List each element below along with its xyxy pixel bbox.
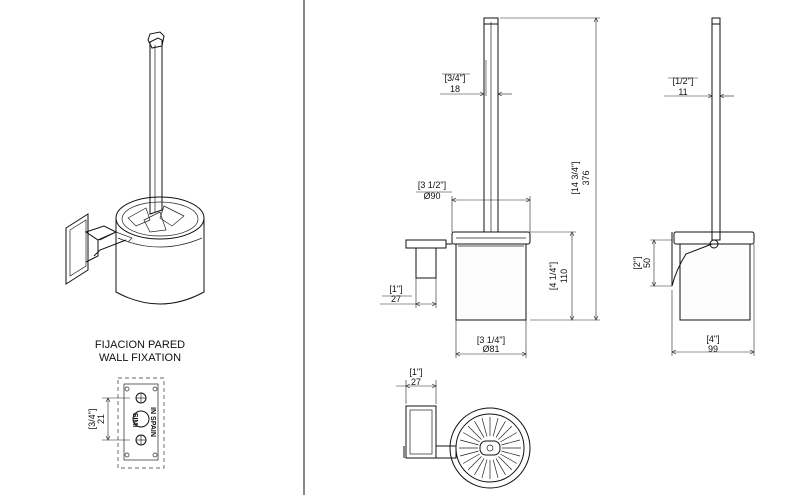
plate-inner	[123, 383, 159, 461]
brush-spoke	[495, 458, 506, 476]
top-view: [1"] 27	[396, 367, 531, 489]
brush-spoke	[462, 453, 480, 464]
brush-spoke	[500, 432, 518, 443]
top-bracket-dim-inch: [1"]	[409, 367, 422, 377]
top-rod-socket	[479, 440, 501, 456]
brush-spoke	[498, 456, 513, 471]
side-glass-cup	[679, 243, 751, 321]
brush-spoke	[459, 450, 479, 457]
wall-dim-mm: 21	[96, 414, 106, 424]
top-brush-spokes	[459, 417, 521, 479]
side-depth-dim-inch: [4"]	[706, 334, 719, 344]
side-bracket-dim-mm: 50	[642, 258, 652, 268]
wall-fixation-title-en: WALL FIXATION	[99, 352, 181, 364]
top-bracket-dim-mm: 27	[411, 377, 421, 387]
front-cup-height-dim-inch: [4 1/4"]	[548, 262, 558, 290]
brush-spoke	[495, 420, 506, 438]
plate-outline	[117, 377, 165, 469]
brush-spoke	[467, 425, 482, 440]
front-head-dim-mm: Ø90	[423, 191, 440, 201]
front-cup-dia-dim-inch: [3 1/4"]	[477, 335, 505, 345]
glass-cup	[455, 243, 527, 321]
side-bracket	[671, 232, 713, 287]
brush-spoke	[459, 439, 479, 446]
side-rod-dim-mm: 11	[678, 87, 687, 97]
top-cup-inner	[455, 413, 525, 483]
front-rod-dim-mm: 18	[450, 84, 460, 94]
brush-spoke	[462, 432, 480, 443]
front-cup-dia-dim-mm: Ø81	[482, 344, 499, 354]
front-head-dim-inch: [3 1/2"]	[418, 180, 446, 190]
front-bracket-dim-inch: [1"]	[389, 284, 402, 294]
brush-spoke	[498, 425, 513, 440]
plate-embossed-text-1: SIMI	[131, 413, 138, 427]
brush-spoke	[474, 420, 485, 438]
isometric-view	[65, 31, 205, 305]
brush-spoke	[474, 458, 485, 476]
wall-plate	[415, 247, 437, 279]
brush-spoke	[467, 456, 482, 471]
wall-fixation-view: FIJACION PARED WALL FIXATION SIMI IN SPA…	[87, 339, 185, 469]
side-rod	[711, 17, 721, 241]
brush-spoke	[492, 417, 499, 437]
front-bracket-dim-mm: 27	[391, 294, 401, 304]
wall-dim-inch: [3/4"]	[87, 409, 97, 430]
side-rod-dim-inch: [1/2"]	[673, 76, 694, 86]
front-height-dim-inch: [14 3/4"]	[570, 161, 580, 194]
center-hole	[132, 410, 150, 428]
brush-spoke	[481, 459, 488, 479]
front-rod-dim-inch: [3/4"]	[445, 73, 466, 83]
side-view: [1/2"] 11 [2"] 50 [4"] 99	[632, 17, 755, 356]
brush-spoke	[481, 417, 488, 437]
top-wall-plate	[405, 405, 437, 459]
front-view: [3/4"] 18 [3 1/2"] Ø90 [14 3/4"] 376 [4 …	[380, 17, 600, 358]
brush-spoke	[501, 450, 521, 457]
brush-spoke	[492, 459, 499, 479]
front-cup-height-dim-mm: 110	[559, 269, 569, 283]
plate-embossed-text-2: IN SPAIN	[149, 407, 156, 437]
side-bracket-dim-inch: [2"]	[632, 256, 642, 269]
brush-spoke	[500, 453, 518, 464]
bracket-arm	[405, 239, 447, 249]
top-cup-outer	[449, 407, 531, 489]
front-height-dim-mm: 376	[581, 170, 591, 185]
wall-fixation-title-es: FIJACION PARED	[95, 339, 185, 351]
brush-spoke	[501, 439, 521, 446]
side-depth-dim-mm: 99	[708, 344, 718, 354]
side-cup-lid	[673, 231, 755, 245]
